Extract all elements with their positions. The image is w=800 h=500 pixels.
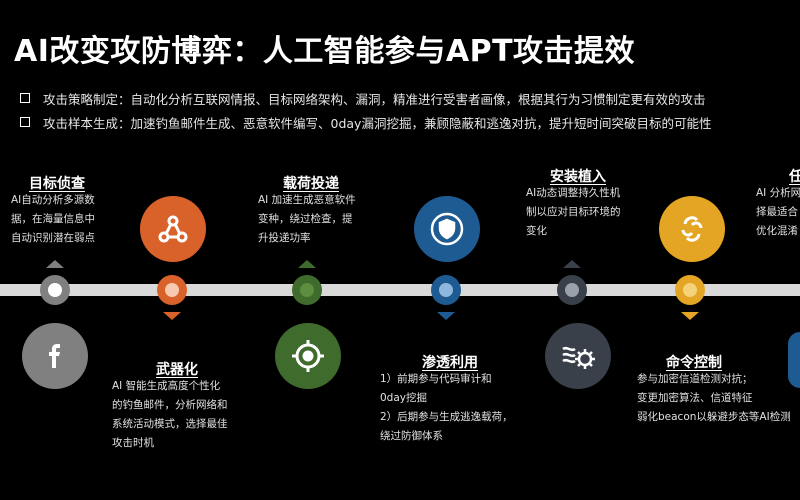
stage-title-exploit: 渗透利用 bbox=[422, 355, 478, 371]
stage-desc-install: AI动态调整持久性机 制以应对目标环境的 变化 bbox=[526, 187, 621, 237]
stage-title-deliver: 载荷投递 bbox=[283, 176, 339, 192]
stage-desc-action: AI 分析网 择最适合 优化混淆 bbox=[756, 187, 800, 237]
stage-desc-weaponize: AI 智能生成高度个性化 的钓鱼邮件，分析网络和 系统活动模式，选择最佳 攻击时… bbox=[112, 380, 228, 449]
stage-desc-exploit: 1）前期参与代码审计和 0day挖掘 2）后期参与生成逃逸载荷， 绕过防御体系 bbox=[380, 373, 513, 442]
spiral-link-icon bbox=[659, 196, 725, 262]
up-arrow-icon bbox=[298, 260, 316, 268]
stage-title-action: 任 bbox=[789, 169, 800, 185]
up-arrow-icon bbox=[46, 260, 64, 268]
bullet-text: 攻击策略制定：自动化分析互联网情报、目标网络架构、漏洞，精准进行受害者画像，根据… bbox=[43, 91, 706, 107]
stage-desc-recon: AI自动分析多源数 据，在海量信息中 自动识别潜在弱点 bbox=[11, 194, 95, 244]
facebook-icon bbox=[22, 323, 88, 389]
square-bullet-icon bbox=[20, 117, 30, 127]
up-arrow-icon bbox=[563, 260, 581, 268]
gear-waves-icon bbox=[545, 323, 611, 389]
stage-title-weaponize: 武器化 bbox=[156, 362, 198, 378]
timeline-node-exploit bbox=[431, 275, 461, 305]
down-arrow-icon bbox=[681, 312, 699, 320]
target-scope-icon bbox=[275, 323, 341, 389]
timeline-node-c2 bbox=[675, 275, 705, 305]
page-title: AI改变攻防博弈：人工智能参与APT攻击提效 bbox=[14, 34, 636, 69]
timeline-node-deliver bbox=[292, 275, 322, 305]
partial-circle-icon bbox=[788, 332, 800, 388]
shield-icon bbox=[414, 196, 480, 262]
down-arrow-icon bbox=[437, 312, 455, 320]
bullet-item: 攻击策略制定：自动化分析互联网情报、目标网络架构、漏洞，精准进行受害者画像，根据… bbox=[20, 86, 800, 110]
timeline-node-recon bbox=[40, 275, 70, 305]
bullet-text: 攻击样本生成：加速钓鱼邮件生成、恶意软件编写、0day漏洞挖掘，兼顾隐蔽和逃逸对… bbox=[43, 115, 712, 131]
down-arrow-icon bbox=[163, 312, 181, 320]
timeline-bar bbox=[0, 284, 800, 296]
webhook-icon bbox=[140, 196, 206, 262]
bullet-list: 攻击策略制定：自动化分析互联网情报、目标网络架构、漏洞，精准进行受害者画像，根据… bbox=[20, 86, 800, 134]
stage-title-install: 安装植入 bbox=[550, 169, 606, 185]
square-bullet-icon bbox=[20, 93, 30, 103]
stage-desc-c2: 参与加密信道检测对抗； 变更加密算法、信道特征 弱化beacon以躲避步态等AI… bbox=[637, 373, 791, 423]
stage-title-c2: 命令控制 bbox=[666, 355, 722, 371]
stage-title-recon: 目标侦查 bbox=[29, 176, 85, 192]
timeline-node-weaponize bbox=[157, 275, 187, 305]
bullet-item: 攻击样本生成：加速钓鱼邮件生成、恶意软件编写、0day漏洞挖掘，兼顾隐蔽和逃逸对… bbox=[20, 110, 800, 134]
timeline-node-install bbox=[557, 275, 587, 305]
stage-desc-deliver: AI 加速生成恶意软件 变种，绕过检查，提 升投递功率 bbox=[258, 194, 356, 244]
